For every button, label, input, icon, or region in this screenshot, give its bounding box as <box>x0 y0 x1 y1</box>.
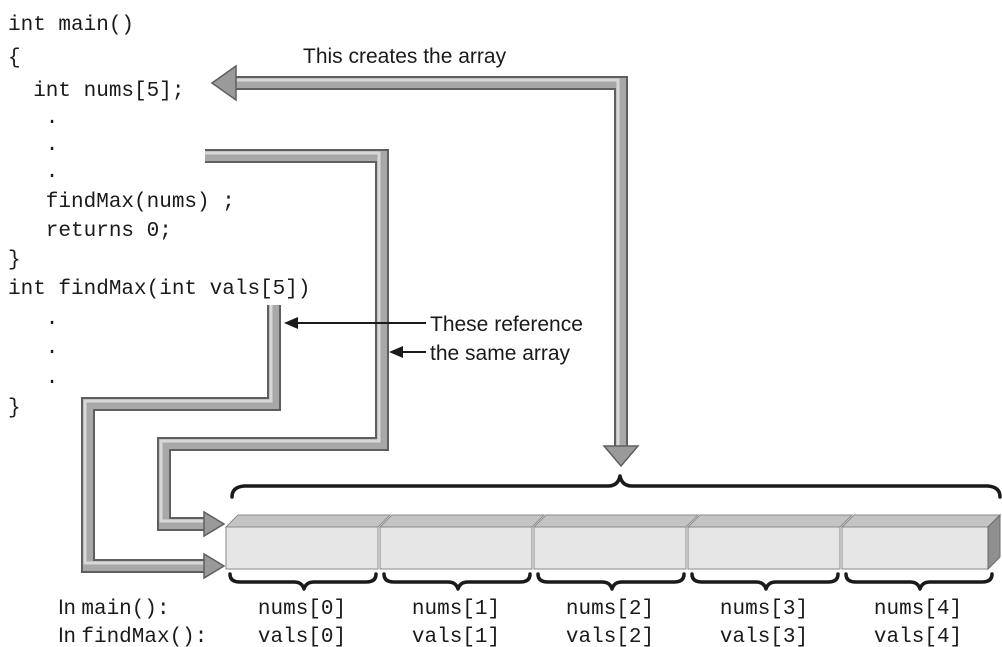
code-line: . <box>8 308 58 331</box>
code-line: int main() <box>8 14 134 37</box>
findmax-element-name: vals[2] <box>566 626 654 647</box>
left-arrow-icon <box>284 317 298 329</box>
array-cell <box>686 514 854 570</box>
findmax-element-name: vals[1] <box>412 626 500 647</box>
cell-brace <box>382 572 532 591</box>
findmax-row-label: In findMax(): <box>58 624 207 647</box>
cell-brace <box>844 572 994 591</box>
row-labels: In main(): In findMax(): <box>58 596 207 647</box>
array-brace <box>230 474 1002 499</box>
code-line: int nums[5]; <box>8 80 184 103</box>
main-element-name: nums[4] <box>874 598 962 621</box>
right-arrow-icon <box>203 510 226 538</box>
findmax-element-name: vals[0] <box>258 626 346 647</box>
code-listing: int main() { int nums[5]; . . . findMax(… <box>8 14 310 420</box>
code-line: int findMax(int vals[5]) <box>8 278 310 301</box>
main-element-name: nums[3] <box>720 598 808 621</box>
call-pipe <box>157 149 389 538</box>
cell-brace <box>690 572 840 591</box>
cell-brace <box>228 572 378 591</box>
code-line: . <box>8 367 58 390</box>
reference-annotation-line2: the same array <box>430 342 571 365</box>
code-line: . <box>8 107 58 130</box>
array-cell <box>840 513 1002 571</box>
array-cell <box>224 514 392 570</box>
array-cell <box>378 514 546 570</box>
parameter-pipe <box>81 305 281 580</box>
code-line: . <box>8 134 58 157</box>
array-cell <box>532 514 700 570</box>
reference-annotation-line1: These reference <box>430 313 583 336</box>
code-line: } <box>8 397 21 420</box>
array-cells <box>224 513 1002 571</box>
declaration-pipe <box>210 64 640 468</box>
reference-arrows <box>284 317 426 358</box>
main-row-label: In main(): <box>58 596 170 621</box>
code-line: findMax(nums) ; <box>8 191 235 214</box>
main-element-name: nums[1] <box>412 598 500 621</box>
findmax-element-name: vals[3] <box>720 626 808 647</box>
cell-brace <box>536 572 686 591</box>
left-arrow-icon <box>389 346 403 358</box>
down-arrow-icon <box>602 445 640 468</box>
code-line: . <box>8 337 58 360</box>
main-element-name: nums[0] <box>258 598 346 621</box>
code-line: returns 0; <box>8 220 172 243</box>
right-arrow-icon <box>203 552 226 580</box>
element-names: nums[0] nums[1] nums[2] nums[3] nums[4] … <box>258 598 962 647</box>
creates-annotation: This creates the array <box>303 45 507 68</box>
main-element-name: nums[2] <box>566 598 654 621</box>
findmax-element-name: vals[4] <box>874 626 962 647</box>
left-arrow-icon <box>210 64 237 102</box>
code-line: . <box>8 161 58 184</box>
code-line: { <box>8 47 21 70</box>
code-line: } <box>8 249 21 272</box>
cell-braces <box>228 572 994 591</box>
